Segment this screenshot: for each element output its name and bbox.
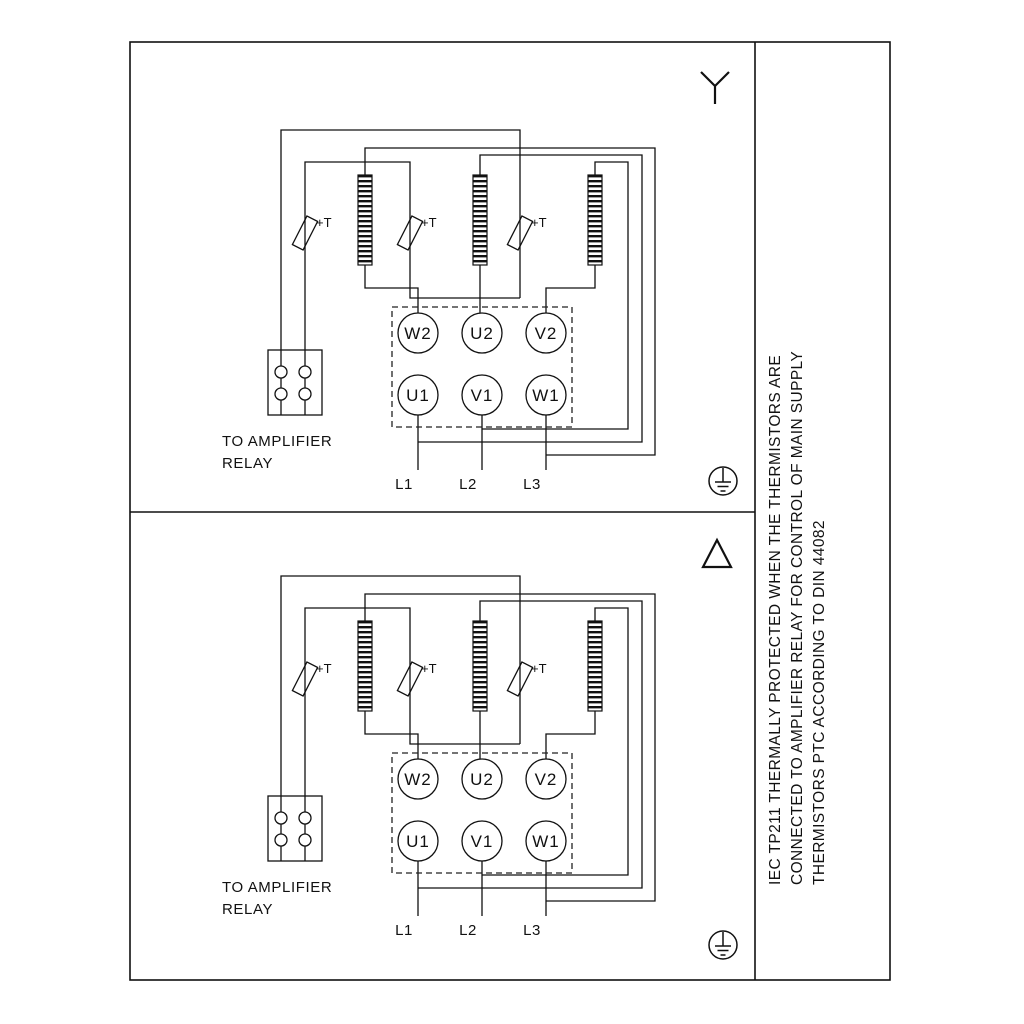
side-note-line-3: THERMISTORS PTC ACCORDING TO DIN 44082 — [811, 520, 828, 885]
thermistor-label: +T — [421, 215, 437, 230]
thermistor-label: +T — [316, 215, 332, 230]
relay-caption: TO AMPLIFIER — [222, 433, 332, 450]
terminal-label-w2: W2 — [404, 324, 432, 343]
side-note: IEC TP211 THERMALLY PROTECTED WHEN THE T… — [767, 351, 828, 885]
supply-label-l3: L3 — [523, 476, 541, 493]
terminal-label-v1: V1 — [471, 386, 494, 405]
terminal-label-u2: U2 — [470, 324, 494, 343]
supply-label-l2: L2 — [459, 922, 477, 939]
terminal-label-u2: U2 — [470, 770, 494, 789]
terminal-label-u1: U1 — [406, 386, 430, 405]
relay-caption: TO AMPLIFIER — [222, 879, 332, 896]
outer-border — [129, 41, 891, 981]
star-icon — [700, 71, 730, 104]
terminal-label-w1: W1 — [532, 832, 560, 851]
supply-label-l1: L1 — [395, 922, 413, 939]
terminal-label-v2: V2 — [535, 770, 558, 789]
panel-delta: W2 U2 V2 U1 V1 W1 +T +T +T L1 L2 L3 TO A… — [222, 537, 738, 960]
thermistor-label: +T — [531, 215, 547, 230]
terminal-label-v2: V2 — [535, 324, 558, 343]
panel-star: W2 U2 V2 U1 V1 W1 +T +T +T L1 L2 L3 TO A… — [222, 71, 738, 496]
supply-label-l3: L3 — [523, 922, 541, 939]
thermistor-label: +T — [421, 661, 437, 676]
terminal-label-w2: W2 — [404, 770, 432, 789]
panel-delta-labels: W2 U2 V2 U1 V1 W1 +T +T +T L1 L2 L3 TO A… — [222, 661, 560, 939]
terminal-label-v1: V1 — [471, 832, 494, 851]
thermistor-label: +T — [531, 661, 547, 676]
side-note-line-1: IEC TP211 THERMALLY PROTECTED WHEN THE T… — [767, 355, 784, 885]
supply-label-l2: L2 — [459, 476, 477, 493]
thermistor-label: +T — [316, 661, 332, 676]
terminal-label-w1: W1 — [532, 386, 560, 405]
panel-star-labels: W2 U2 V2 U1 V1 W1 +T +T +T L1 L2 L3 TO A… — [222, 215, 560, 493]
relay-caption: RELAY — [222, 455, 273, 472]
panel-star-wiring — [267, 129, 656, 471]
relay-caption: RELAY — [222, 901, 273, 918]
delta-icon — [701, 537, 733, 569]
ground-icon — [708, 930, 738, 960]
supply-label-l1: L1 — [395, 476, 413, 493]
ground-icon — [708, 466, 738, 496]
terminal-label-u1: U1 — [406, 832, 430, 851]
side-note-line-2: CONNECTED TO AMPLIFIER RELAY FOR CONTROL… — [789, 351, 806, 885]
panel-delta-wiring — [267, 575, 656, 917]
